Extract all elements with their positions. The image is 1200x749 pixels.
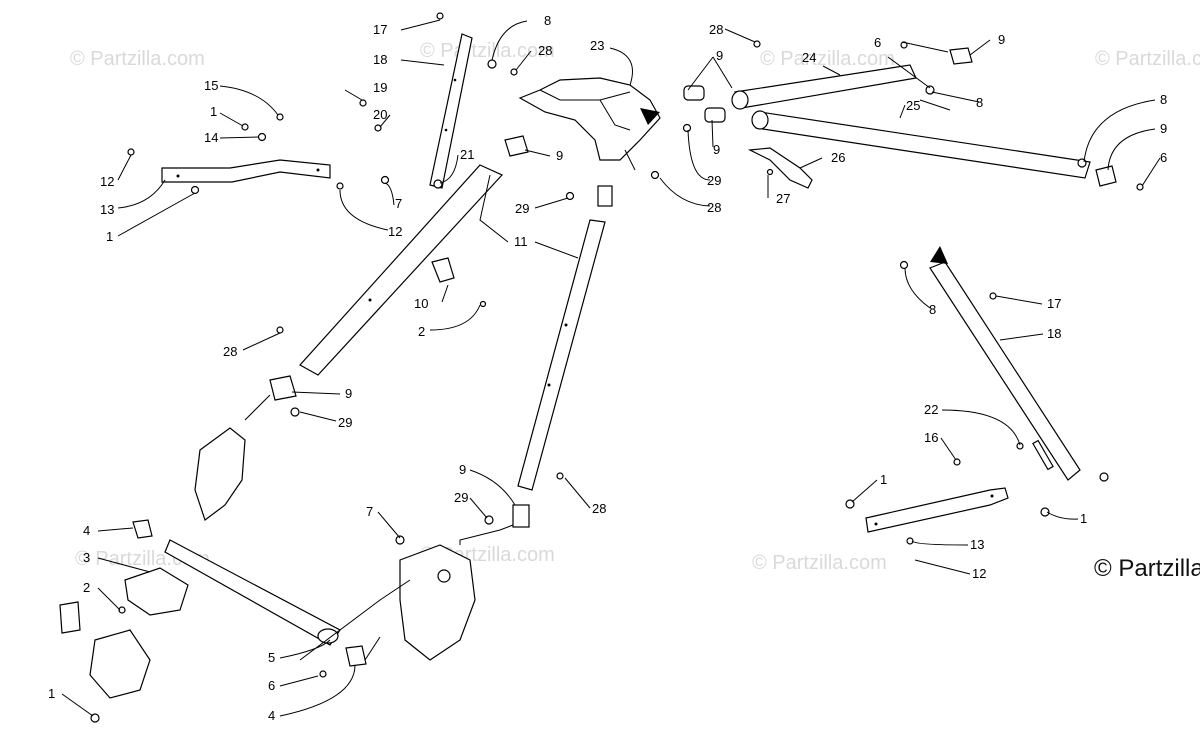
label-12: 12: [388, 224, 402, 239]
clamp-9-left: [269, 375, 297, 401]
label-9: 9: [345, 386, 352, 401]
bar-13-right: [865, 487, 1009, 533]
label-12: 12: [100, 174, 114, 189]
label-8: 8: [544, 13, 551, 28]
label-27: 27: [776, 191, 790, 206]
label-5: 5: [268, 650, 275, 665]
label-7: 7: [395, 196, 402, 211]
label-2: 2: [418, 324, 425, 339]
sleeve-9-b: [704, 107, 726, 123]
label-18: 18: [1047, 326, 1061, 341]
frame-casting-center: [399, 544, 476, 661]
clamp-4-bottom: [345, 645, 367, 667]
plate-18-top: [429, 33, 473, 189]
watermark: © Partzilla.com: [760, 48, 895, 70]
watermark: © Partzilla.com: [70, 48, 205, 70]
tube-24: [731, 64, 917, 110]
label-28: 28: [592, 501, 606, 516]
label-29: 29: [338, 415, 352, 430]
label-19: 19: [373, 80, 387, 95]
label-28: 28: [538, 43, 552, 58]
label-20: 20: [373, 107, 387, 122]
label-1: 1: [210, 104, 217, 119]
bracket-23: [518, 77, 661, 161]
clamp-9-center-low: [512, 504, 530, 528]
clip-9-top: [949, 47, 973, 65]
label-13: 13: [100, 202, 114, 217]
label-24: 24: [802, 50, 816, 65]
label-11: 11: [514, 234, 528, 249]
tube-11-left: [299, 164, 504, 376]
label-7: 7: [366, 504, 373, 519]
label-29: 29: [515, 201, 529, 216]
label-15: 15: [204, 78, 218, 93]
label-4: 4: [268, 708, 275, 723]
label-13: 13: [970, 537, 984, 552]
label-29: 29: [707, 173, 721, 188]
label-26: 26: [831, 150, 845, 165]
label-8: 8: [1160, 92, 1167, 107]
clamp-9-center-mid: [597, 185, 613, 207]
label-6: 6: [268, 678, 275, 693]
label-4: 4: [83, 523, 90, 538]
label-23: 23: [590, 38, 604, 53]
label-18: 18: [373, 52, 387, 67]
label-3: 3: [83, 550, 90, 565]
label-2: 2: [83, 580, 90, 595]
leader-lines: [61, 19, 1161, 717]
bar-13-top: [161, 159, 331, 183]
label-17: 17: [373, 22, 387, 37]
label-16: 16: [924, 430, 938, 445]
label-9: 9: [713, 142, 720, 157]
clamp-4-top: [132, 519, 153, 539]
tube-25: [751, 110, 1091, 179]
label-1: 1: [1080, 511, 1087, 526]
watermark: © Partzilla.com: [1095, 48, 1200, 70]
label-25: 25: [906, 98, 920, 113]
sensor-10: [431, 257, 455, 283]
label-17: 17: [1047, 296, 1061, 311]
label-9: 9: [556, 148, 563, 163]
label-10: 10: [414, 296, 428, 311]
label-8: 8: [929, 302, 936, 317]
tube-5-lower: [164, 539, 341, 646]
bracket-26: [747, 147, 813, 189]
label-29: 29: [454, 490, 468, 505]
callout-labels: 12 13 1 15 1 14 17 18 19 20 21 7 12 8 28…: [48, 13, 1167, 723]
copyright-notice: © Partzilla.com: [1094, 555, 1200, 582]
fasteners: [90, 12, 1144, 723]
label-9: 9: [1160, 121, 1167, 136]
label-1: 1: [106, 229, 113, 244]
label-9: 9: [459, 462, 466, 477]
plate-18-right: [929, 246, 1081, 481]
label-12: 12: [972, 566, 986, 581]
label-9: 9: [716, 48, 723, 63]
label-28: 28: [707, 200, 721, 215]
tube-11-center: [517, 219, 606, 491]
label-6: 6: [874, 35, 881, 50]
label-6: 6: [1160, 150, 1167, 165]
label-1: 1: [48, 686, 55, 701]
label-22: 22: [924, 402, 938, 417]
frame-casting-left: [194, 427, 246, 521]
label-28: 28: [709, 22, 723, 37]
label-8: 8: [976, 95, 983, 110]
label-9: 9: [998, 32, 1005, 47]
label-1: 1: [880, 472, 887, 487]
label-14: 14: [204, 130, 218, 145]
clamp-9-center-top: [504, 135, 529, 157]
clip-9-right: [1095, 165, 1117, 187]
watermark: © Partzilla.com: [752, 552, 887, 574]
label-28: 28: [223, 344, 237, 359]
watermark: © Partzilla.com: [420, 40, 555, 62]
mount-3: [59, 567, 189, 699]
label-21: 21: [460, 147, 474, 162]
sleeve-9-a: [683, 85, 705, 101]
